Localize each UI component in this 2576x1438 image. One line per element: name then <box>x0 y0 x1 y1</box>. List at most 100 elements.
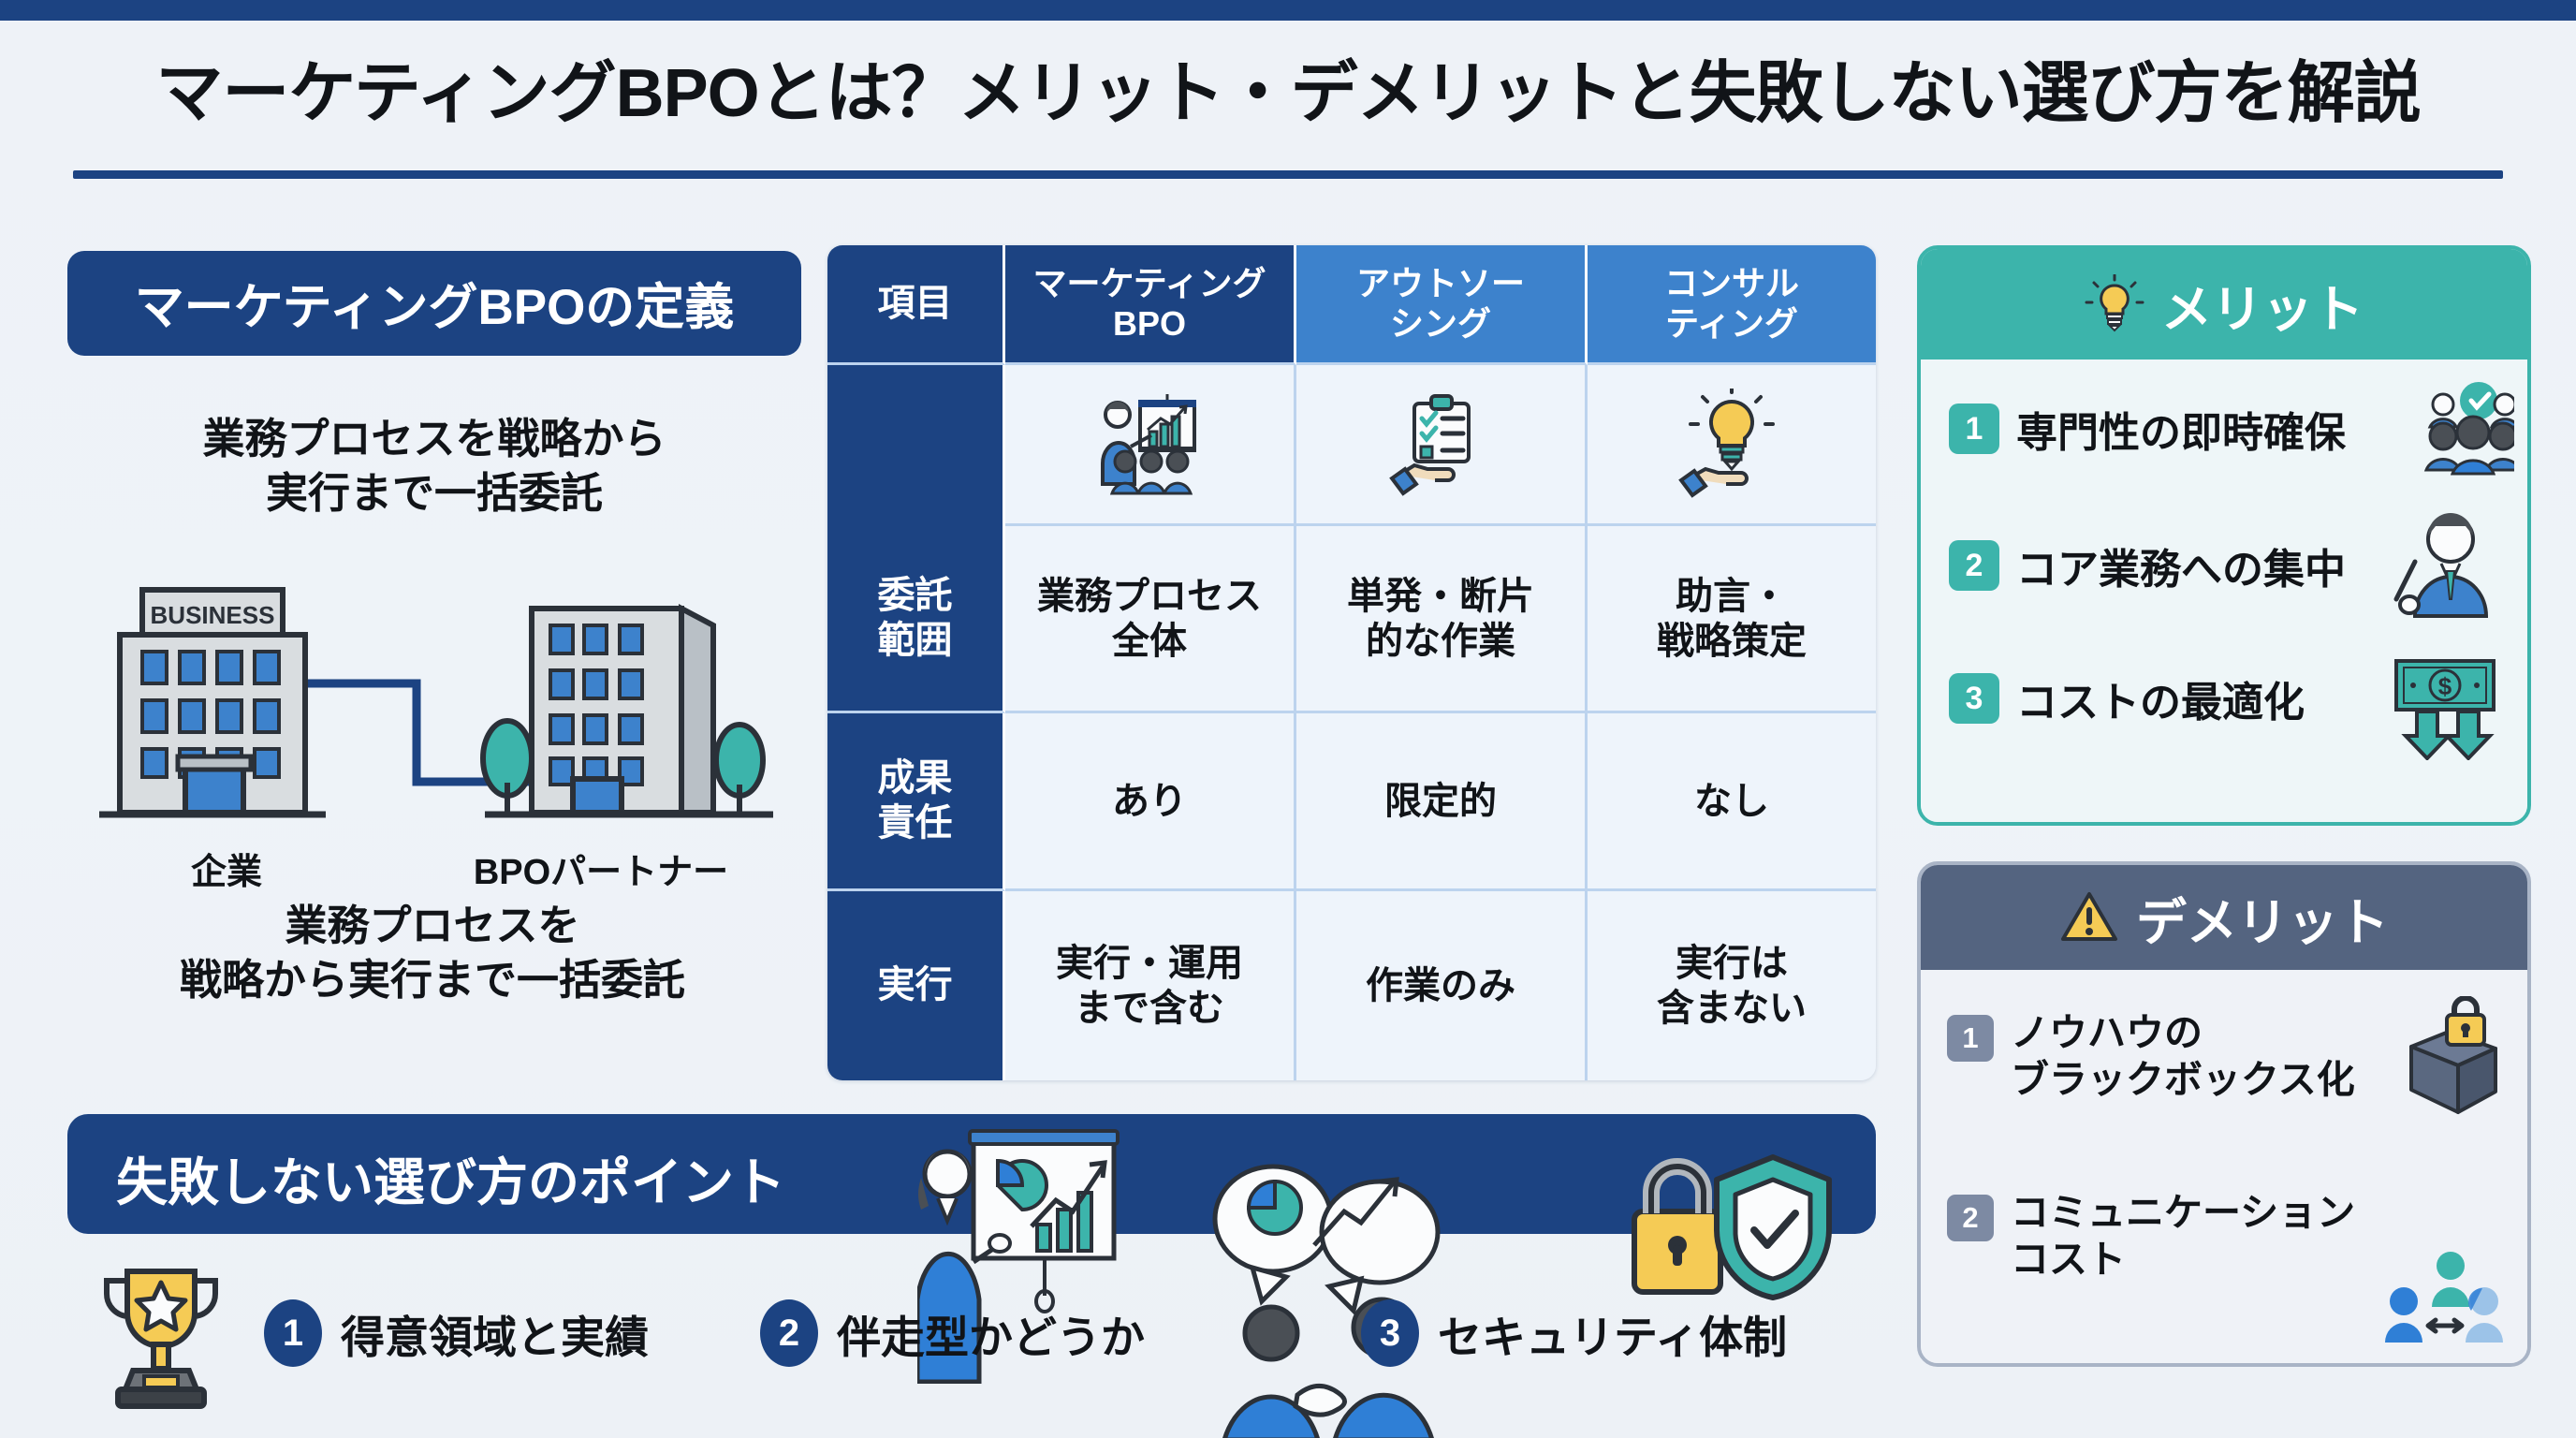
building-labels: 企業 BPOパートナー <box>67 843 801 892</box>
merit-label-3: コストの最適化 <box>2016 680 2305 726</box>
table-cell-scope-consulting: 助言・ 戦略策定 <box>1588 526 1876 713</box>
table-row-label-scope-line1: 委託 <box>877 575 953 617</box>
point-number-3: 3 <box>1361 1299 1419 1367</box>
handshake-icon <box>1212 1164 1441 1438</box>
cell-line1: 実行は <box>1676 943 1788 984</box>
points-header-label: 失敗しない選び方のポイント <box>116 1153 786 1211</box>
cell-line1: 助言・ <box>1676 575 1788 617</box>
table-cell-responsibility-outsourcing: 限定的 <box>1296 713 1588 891</box>
table-cell-execution-bpo: 実行・運用 まで含む <box>1005 891 1296 1080</box>
points-list: 1 得意領域と実績 2 伴走型かどうか 3 セキュリティ体制 <box>67 1255 1902 1414</box>
money-down-arrows-icon: $ <box>2394 659 2496 760</box>
page-title: マーケティングBPOとは？メリット・デメリットと失敗しない選び方を解説 <box>155 56 2421 131</box>
merit-number-3: 3 <box>1949 673 1999 724</box>
comparison-table: 項目 マーケティング BPO アウトソー シング コンサル ティング <box>827 245 1876 1080</box>
table-row-label-responsibility: 成果 責任 <box>827 713 1005 891</box>
people-exchange-icon <box>2385 1252 2503 1343</box>
merit-header: メリット <box>1921 249 2527 360</box>
icon-hand-checklist-icon <box>1296 365 1588 526</box>
table-row-label-responsibility-line1: 成果 <box>877 757 953 800</box>
table-header-item: 項目 <box>827 245 1005 365</box>
merit-list: 1 専門性の即時確保 2 コア業務への集中 <box>1921 360 2527 822</box>
demerit-list: 1 ノウハウの ブラックボックス化 2 コミュニケーション コスト <box>1921 970 2527 1363</box>
table-header-bpo-line2: BPO <box>1112 303 1186 343</box>
definition-caption: 業務プロセスを 戦略から実行まで一括委託 <box>49 899 816 1006</box>
list-item: 1 専門性の即時確保 <box>1949 399 2346 459</box>
demerit-label-2: コミュニケーション コスト <box>2011 1189 2355 1283</box>
table-cell-scope-outsourcing: 単発・断片 的な作業 <box>1296 526 1588 713</box>
cell-line2: 的な作業 <box>1366 620 1515 662</box>
table-icons-row <box>827 365 1876 526</box>
table-header-outsourcing: アウトソー シング <box>1296 245 1588 365</box>
warning-triangle-icon <box>2061 892 2117 941</box>
business-sign-text: BUSINESS <box>151 601 275 629</box>
cell-line2: 戦略策定 <box>1657 620 1807 662</box>
table-row-label-scope: 委託 範囲 <box>827 526 1005 713</box>
point-label-2: 伴走型かどうか <box>837 1312 1145 1362</box>
definition-caption-line1: 業務プロセスを <box>285 902 580 949</box>
cell-line1: 単発・断片 <box>1347 575 1534 617</box>
demerit-number-1: 1 <box>1947 1015 1994 1062</box>
icon-hand-lightbulb-icon <box>1588 365 1876 526</box>
table-header-bpo: マーケティング BPO <box>1005 245 1296 365</box>
presenter-chart-icon <box>917 1129 1120 1384</box>
point-label-1: 得意領域と実績 <box>341 1312 649 1362</box>
table-row: 成果 責任 あり 限定的 なし <box>827 713 1876 891</box>
table-cell-responsibility-consulting: なし <box>1588 713 1876 891</box>
cell-line2: 全体 <box>1112 620 1187 662</box>
point-number-2: 2 <box>760 1299 818 1367</box>
table-row-label-responsibility-line2: 責任 <box>877 801 953 844</box>
definition-header: マーケティングBPOの定義 <box>67 251 801 356</box>
cell-line1: 業務プロセス <box>1037 575 1262 617</box>
icon-presentation-person-chart-icon <box>1005 365 1296 526</box>
table-header-outsourcing-line2: シング <box>1389 303 1491 343</box>
merit-panel: メリット 1 専門性の即時確保 <box>1917 245 2531 826</box>
definition-caption-line2: 戦略から実行まで一括委託 <box>179 955 685 1004</box>
list-item: 2 コミュニケーション コスト <box>1947 1189 2355 1283</box>
merit-label-2: コア業務への集中 <box>2016 547 2346 593</box>
table-row-label-spacer <box>827 365 1005 526</box>
demerit-label-1-line1: ノウハウの <box>2011 1011 2203 1054</box>
table-header-bpo-line1: マーケティング <box>1032 264 1266 303</box>
list-item: 1 ノウハウの ブラックボックス化 <box>1947 1009 2355 1103</box>
locked-box-icon <box>2409 996 2497 1114</box>
cell-line2: 含まない <box>1657 988 1807 1029</box>
table-header-consulting-line2: ティング <box>1665 303 1798 343</box>
trophy-icon <box>104 1269 218 1409</box>
table-header-row: 項目 マーケティング BPO アウトソー シング コンサル ティング <box>827 245 1876 365</box>
svg-text:$: $ <box>2438 672 2452 700</box>
demerit-number-2: 2 <box>1947 1195 1994 1241</box>
list-item: 2 伴走型かどうか <box>760 1299 1145 1367</box>
lightbulb-icon <box>2085 274 2144 332</box>
point-number-1: 1 <box>264 1299 322 1367</box>
building-label-company: 企業 <box>190 853 262 892</box>
table-row: 委託 範囲 業務プロセス 全体 単発・断片 的な作業 助言・ 戦略策 <box>827 526 1876 713</box>
cell-line2: まで含む <box>1075 988 1224 1029</box>
cell-line1: 実行・運用 <box>1056 943 1243 984</box>
businessman-pointer-icon <box>2393 513 2489 618</box>
list-item: 2 コア業務への集中 <box>1949 536 2346 595</box>
merit-label-1: 専門性の即時確保 <box>2016 410 2346 456</box>
table-cell-scope-bpo: 業務プロセス 全体 <box>1005 526 1296 713</box>
buildings-illustration: BUSINESS <box>99 587 773 818</box>
definition-subtitle-line1: 業務プロセスを戦略から <box>202 415 666 462</box>
table-row: 実行 実行・運用 まで含む 作業のみ 実行は 含まない <box>827 891 1876 1080</box>
demerit-panel: デメリット 1 ノウハウの ブラックボックス化 2 <box>1917 861 2531 1367</box>
demerit-label-1-line2: ブラックボックス化 <box>2011 1058 2355 1102</box>
table-row-label-scope-line2: 範囲 <box>877 619 953 661</box>
point-label-3: セキュリティ体制 <box>1438 1312 1788 1362</box>
lock-shield-icon <box>1632 1154 1832 1300</box>
table-header-outsourcing-line1: アウトソー <box>1355 264 1525 303</box>
list-item: 3 コストの最適化 <box>1949 668 2305 728</box>
definition-subtitle-line2: 実行まで一括委託 <box>265 468 603 517</box>
demerit-label-2-line2: コスト <box>2011 1238 2126 1282</box>
table-row-label-execution: 実行 <box>827 891 1005 1080</box>
merit-number-2: 2 <box>1949 540 1999 591</box>
title-divider <box>73 170 2503 179</box>
demerit-header-label: デメリット <box>2136 894 2389 951</box>
building-label-partner: BPOパートナー <box>473 853 729 892</box>
definition-subtitle: 業務プロセスを戦略から 実行まで一括委託 <box>67 412 801 520</box>
table-header-consulting: コンサル ティング <box>1588 245 1876 365</box>
team-check-icon <box>2423 382 2514 476</box>
